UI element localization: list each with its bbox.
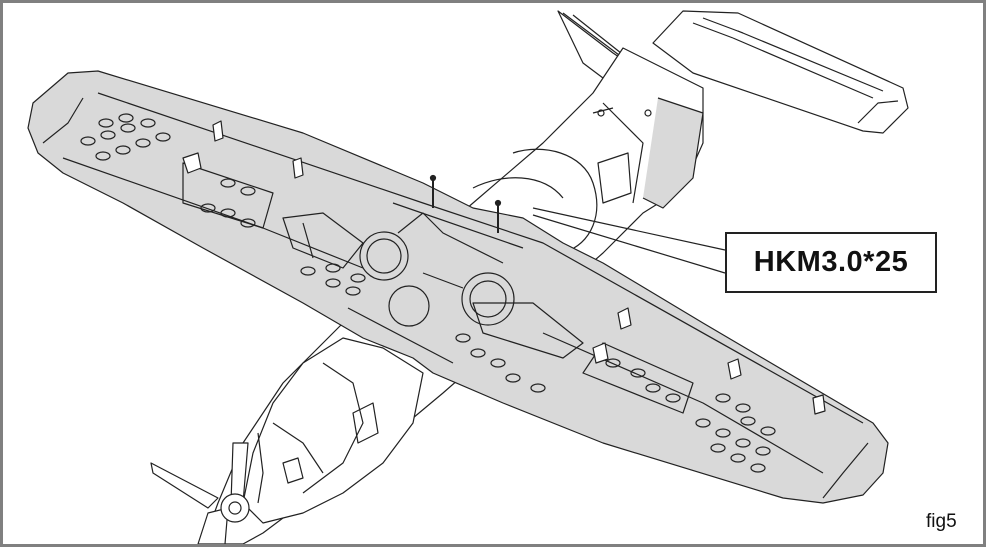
figure-label: fig5: [926, 511, 957, 532]
callout-leader-lines: [532, 207, 726, 274]
cowling: [242, 337, 424, 524]
screw-spec-label: HKM3.0*25: [753, 246, 909, 278]
horizontal-stabilizer: [652, 10, 909, 134]
screw-callout-box: HKM3.0*25: [725, 232, 937, 293]
aircraft-drawing: [27, 10, 909, 544]
propeller: [150, 442, 250, 544]
wing-screws: [429, 174, 502, 233]
main-wing: [27, 70, 889, 504]
control-horns: [182, 120, 826, 415]
left-wing-hatches: [80, 113, 366, 296]
right-wing-hatches: [455, 333, 776, 473]
